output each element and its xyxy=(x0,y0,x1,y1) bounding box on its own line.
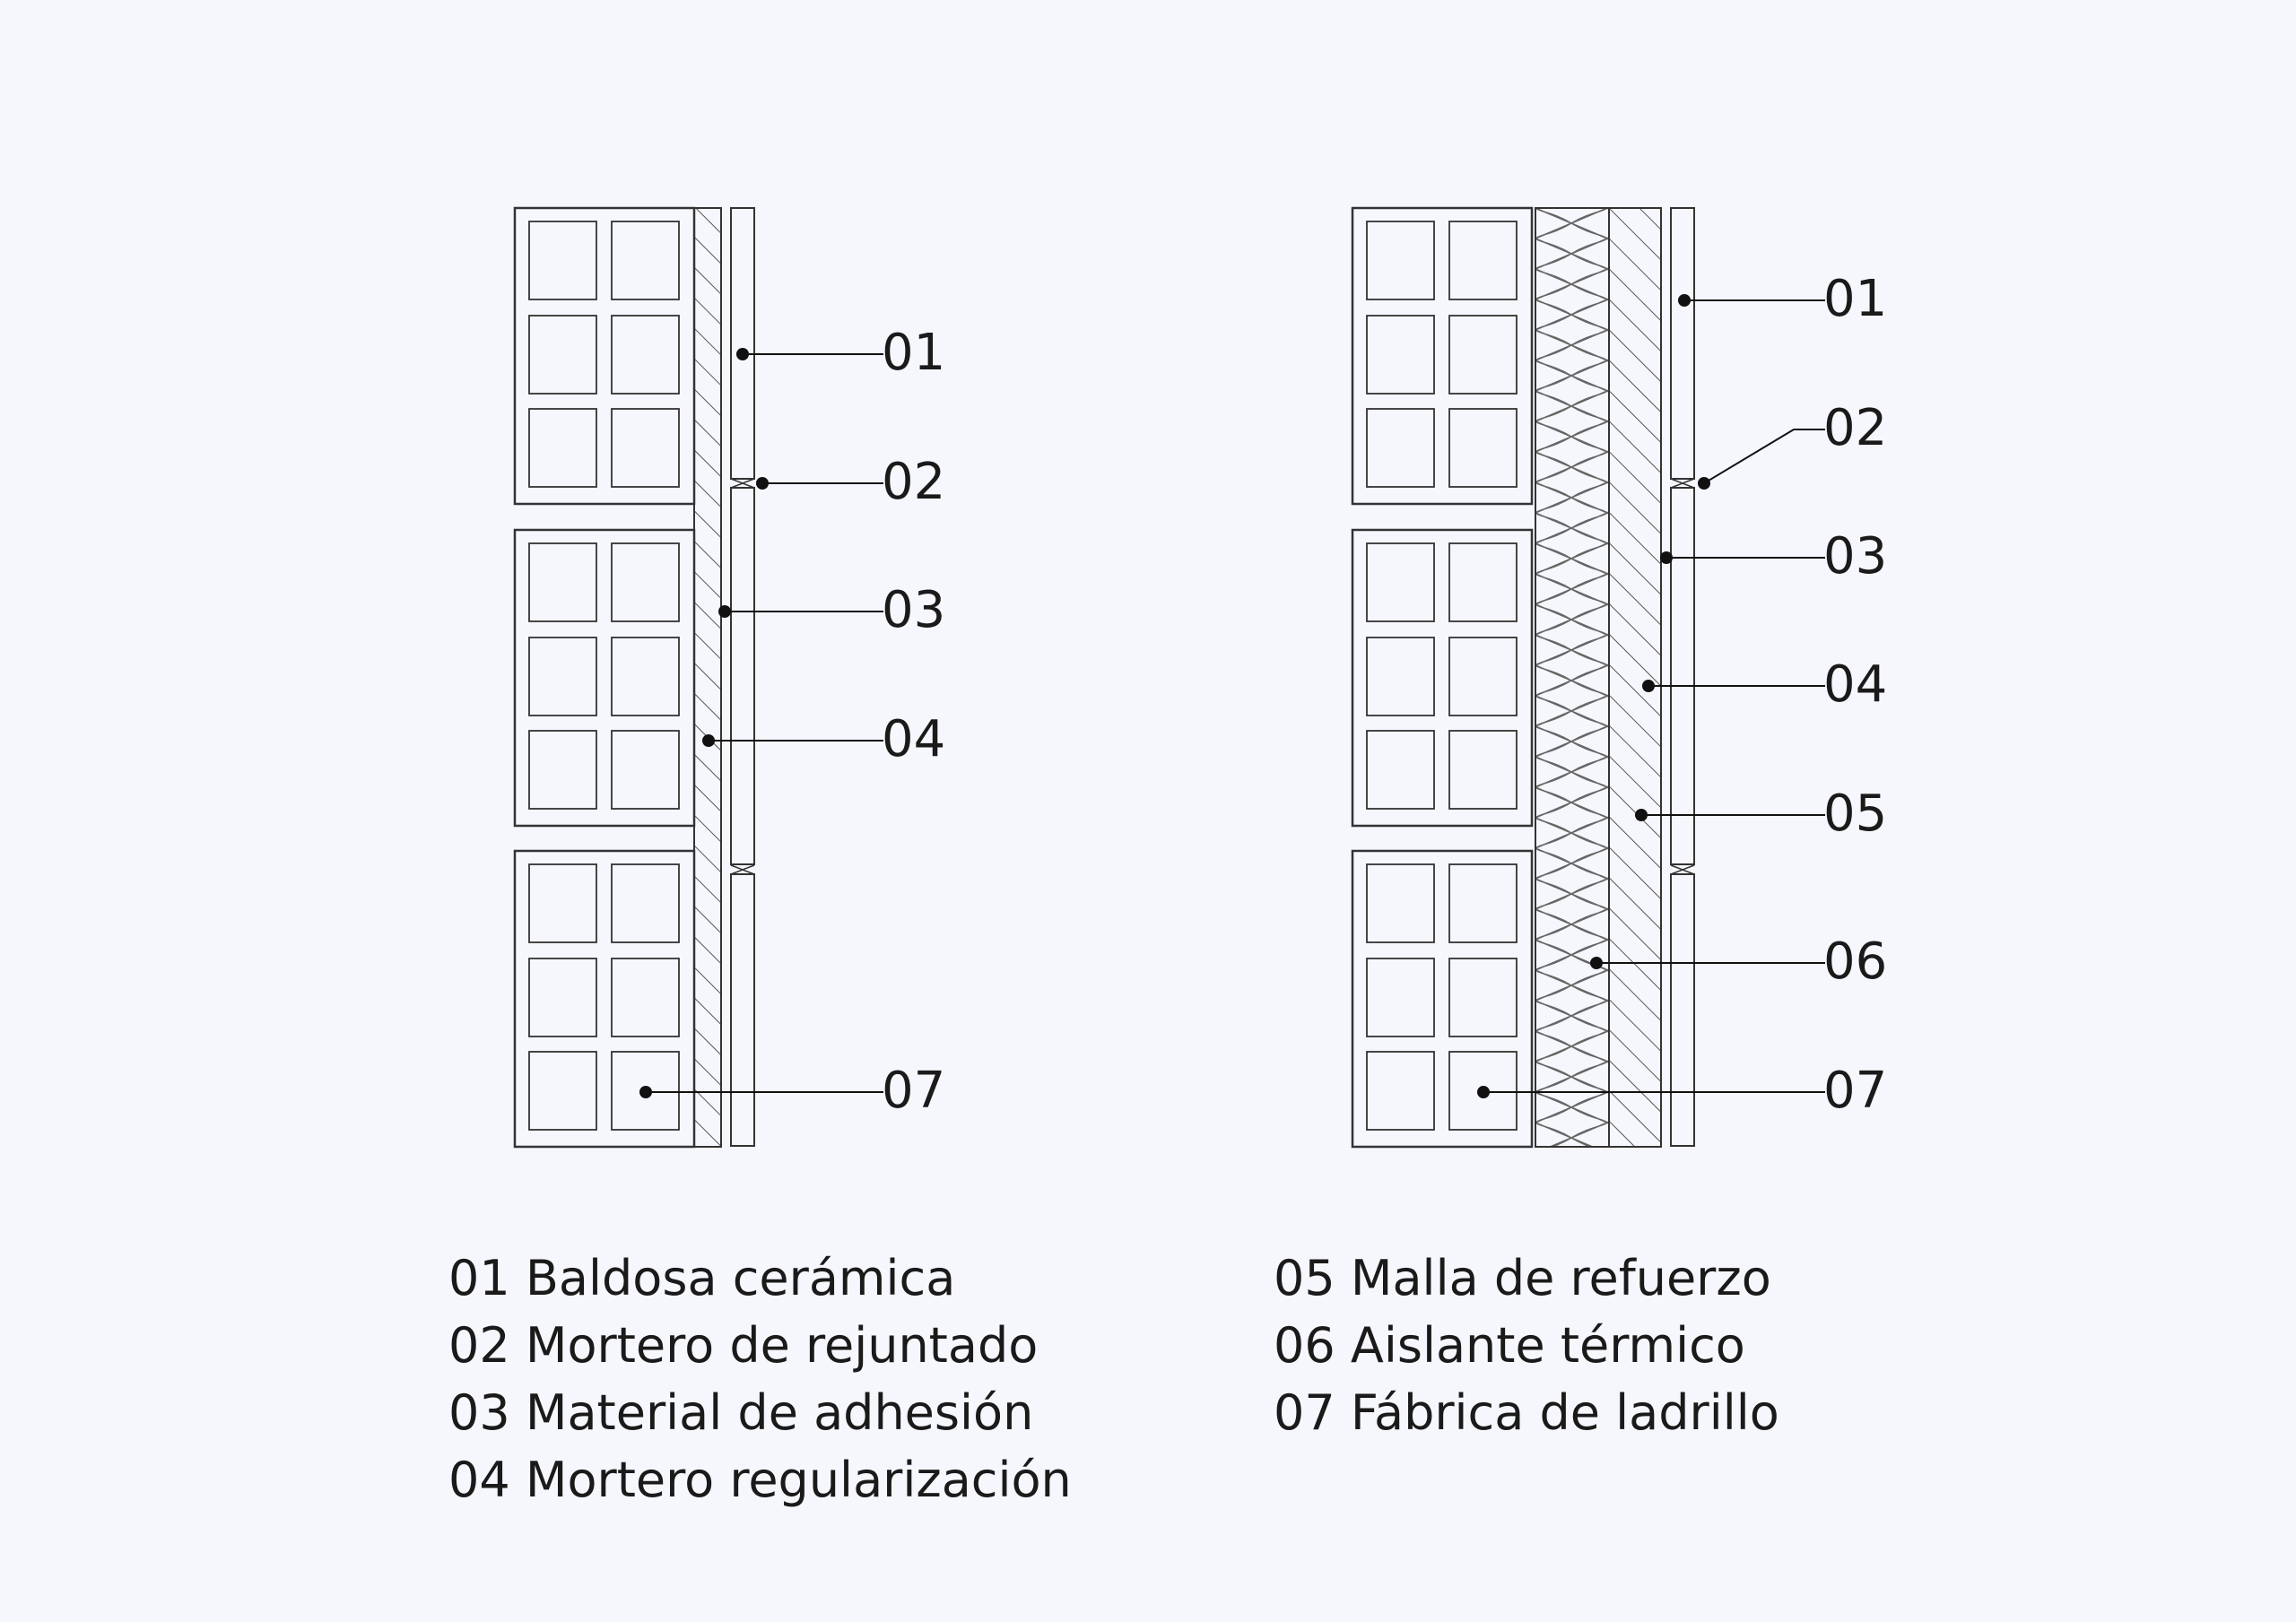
brick-hole xyxy=(1366,637,1435,716)
brick-hole xyxy=(1448,637,1518,716)
brick-hole xyxy=(1448,542,1518,622)
legend-item: 07 Fábrica de ladrillo xyxy=(1274,1384,1779,1441)
brick-hole xyxy=(528,542,597,622)
callout-label: 06 xyxy=(1823,932,1887,991)
brick-hole xyxy=(528,221,597,300)
legend-item: 04 Mortero regularización xyxy=(448,1452,1072,1508)
callout-label: 04 xyxy=(1823,655,1887,714)
brick xyxy=(513,206,696,506)
callout-label: 03 xyxy=(1823,527,1887,585)
brick-hole xyxy=(611,542,680,622)
legend-right: 05 Malla de refuerzo 06 Aislante térmico… xyxy=(1274,1245,1779,1446)
leader-dot xyxy=(702,734,715,747)
brick-hole xyxy=(1366,542,1435,622)
brick-hole xyxy=(611,408,680,488)
brick-hole xyxy=(528,1051,597,1131)
brick-hole xyxy=(611,221,680,300)
regularization-mortar xyxy=(693,207,722,1148)
brick-hole xyxy=(1366,863,1435,943)
leader-dot xyxy=(1477,1086,1490,1098)
callout-label: 04 xyxy=(882,710,945,768)
brick-hole xyxy=(611,730,680,810)
brick-hole xyxy=(1366,958,1435,1037)
brick-hole xyxy=(1448,315,1518,395)
brick-hole xyxy=(1448,958,1518,1037)
brick-hole xyxy=(528,730,597,810)
callout-label: 07 xyxy=(1823,1062,1887,1120)
brick-hole xyxy=(611,315,680,395)
brick-hole xyxy=(611,958,680,1037)
ceramic-tile xyxy=(1670,487,1695,865)
diagram-without-insulation: 01 02 03 04 07 xyxy=(513,206,945,1149)
brick-hole xyxy=(611,637,680,716)
callout-label: 07 xyxy=(882,1062,945,1120)
legend-left: 01 Baldosa cerámica 02 Mortero de rejunt… xyxy=(448,1245,1072,1514)
ceramic-tile xyxy=(1670,207,1695,480)
brick-hole xyxy=(611,863,680,943)
leader-line xyxy=(1703,429,1825,484)
leader-dot xyxy=(718,605,731,618)
leader-dot xyxy=(1660,551,1673,564)
brick xyxy=(513,849,696,1149)
callout-label: 01 xyxy=(882,324,945,382)
brick-hole xyxy=(1448,408,1518,488)
leader-dot xyxy=(1678,294,1691,307)
brick-hole xyxy=(1448,863,1518,943)
brick-hole xyxy=(528,958,597,1037)
tile-joint xyxy=(1670,478,1695,489)
ceramic-tile xyxy=(730,487,755,865)
brick-hole xyxy=(1448,1051,1518,1131)
brick-hole xyxy=(1448,221,1518,300)
thermal-insulation xyxy=(1535,207,1610,1148)
brick xyxy=(1351,849,1534,1149)
legend-item: 06 Aislante térmico xyxy=(1274,1317,1745,1374)
brick-hole xyxy=(528,637,597,716)
leader-dot xyxy=(756,477,769,490)
tile-joint xyxy=(1670,864,1695,875)
ceramic-tile xyxy=(730,207,755,480)
callout-label: 05 xyxy=(1823,785,1887,843)
brick xyxy=(1351,206,1534,506)
brick xyxy=(513,528,696,828)
brick-hole xyxy=(1366,221,1435,300)
callout-label: 01 xyxy=(1823,270,1887,328)
leader-dot xyxy=(639,1086,652,1098)
leader-dot xyxy=(736,348,749,360)
brick-hole xyxy=(528,315,597,395)
ceramic-tile xyxy=(1670,873,1695,1147)
brick-hole xyxy=(1366,315,1435,395)
legend-item: 01 Baldosa cerámica xyxy=(448,1250,956,1306)
callout-label: 02 xyxy=(882,453,945,511)
brick-hole xyxy=(528,863,597,943)
brick-hole xyxy=(1448,730,1518,810)
legend-item: 03 Material de adhesión xyxy=(448,1384,1034,1441)
ceramic-tile xyxy=(730,873,755,1147)
callout-label: 02 xyxy=(1823,399,1887,457)
brick-hole xyxy=(1366,408,1435,488)
leader-dot xyxy=(1590,957,1603,969)
tile-joint xyxy=(730,864,755,875)
leader-dot xyxy=(1698,477,1710,490)
diagram-with-insulation: 01 02 03 04 05 06 07 xyxy=(1351,206,1887,1149)
brick-hole xyxy=(1366,1051,1435,1131)
legend-item: 02 Mortero de rejuntado xyxy=(448,1317,1039,1374)
tile-joint xyxy=(730,478,755,489)
legend-item: 05 Malla de refuerzo xyxy=(1274,1250,1771,1306)
leader-dot xyxy=(1635,809,1648,821)
brick-hole xyxy=(611,1051,680,1131)
brick xyxy=(1351,528,1534,828)
adhesive-layer xyxy=(1608,207,1662,1148)
callout-label: 03 xyxy=(882,581,945,639)
brick-hole xyxy=(528,408,597,488)
leader-dot xyxy=(1642,680,1655,692)
brick-hole xyxy=(1366,730,1435,810)
